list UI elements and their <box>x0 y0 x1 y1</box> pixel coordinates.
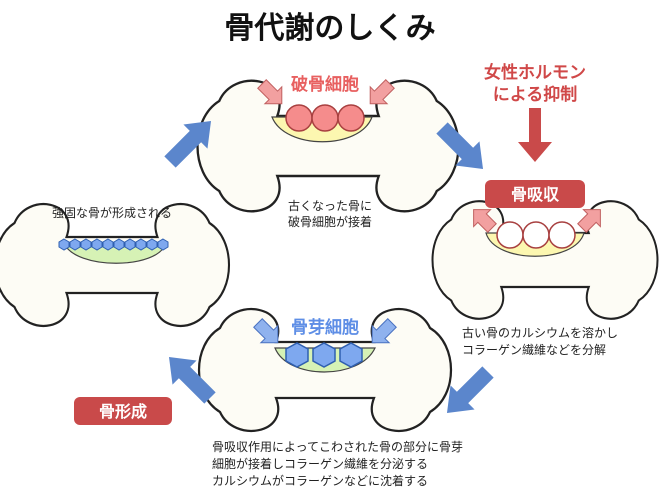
caption-bottom-line3: カルシウムがコラーゲンなどに沈着する <box>212 473 428 488</box>
osteoblast-small <box>113 238 125 251</box>
cycle-arrow-top-right-icon <box>436 122 484 170</box>
osteoblast-label-bottom: 骨芽細胞 <box>291 317 359 338</box>
caption-bottom-line1: 骨吸収作用によってこわされた骨の部分に骨芽 <box>212 439 463 454</box>
osteoblast-small <box>124 238 136 251</box>
formation-badge-label: 骨形成 <box>99 402 147 421</box>
osteoblast-group-bottom <box>285 342 363 368</box>
osteoblast-small <box>157 238 169 251</box>
caption-right-line1: 古い骨のカルシウムを溶かし <box>462 325 618 340</box>
bone-top <box>196 79 460 213</box>
osteoblast-small <box>91 238 103 251</box>
formation-badge <box>74 397 172 425</box>
pink-arrow-icon <box>577 209 601 233</box>
osteoclast-cell <box>548 221 576 249</box>
osteoclast-group-right <box>496 221 576 249</box>
osteoblast-cell <box>285 342 309 368</box>
resorption-badge-label: 骨吸収 <box>511 185 560 204</box>
osteoblast-cell <box>339 342 363 368</box>
osteoblast-small <box>80 238 92 251</box>
caption-right-line2: コラーゲン繊維などを分解 <box>462 343 606 357</box>
cycle-arrow-bottom-left-icon <box>168 356 216 404</box>
pink-arrow-icon <box>369 79 395 105</box>
blue-small-arrow-icon <box>371 318 397 344</box>
osteoblast-cell <box>312 342 336 368</box>
osteoblast-small <box>146 238 158 251</box>
hormone-label-line2: による抑制 <box>493 84 578 105</box>
osteoblast-row-left <box>58 238 169 251</box>
pink-arrow-icon <box>257 79 283 105</box>
diagram-title: 骨代謝のしくみ <box>224 11 435 46</box>
osteoclast-label-top: 破骨細胞 <box>291 74 359 95</box>
osteoclast-group-top <box>285 104 365 132</box>
blue-small-arrow-icon <box>253 318 279 344</box>
osteoclast-cell <box>337 104 365 132</box>
osteoclast-cell <box>285 104 313 132</box>
bone-right <box>431 200 659 320</box>
caption-top-line2: 破骨細胞が接着 <box>288 214 372 229</box>
osteoblast-small <box>69 238 81 251</box>
bone-left <box>0 202 231 328</box>
osteoblast-small <box>102 238 114 251</box>
osteoclast-cell <box>311 104 339 132</box>
pink-arrow-icon <box>473 209 497 233</box>
cycle-arrow-bottom-right-icon <box>446 366 494 414</box>
red-down-arrow-icon <box>518 108 552 162</box>
osteoblast-small <box>58 238 70 251</box>
caption-top-line1: 古くなった骨に <box>288 198 372 213</box>
osteoclast-cell <box>496 221 524 249</box>
hormone-label-line1: 女性ホルモン <box>484 62 586 83</box>
caption-left: 強固な骨が形成される <box>52 205 172 220</box>
cycle-arrow-top-left-icon <box>164 120 212 168</box>
osteoclast-cell <box>522 221 550 249</box>
caption-bottom-line2: 細胞が接着しコラーゲン繊維を分泌する <box>212 456 428 471</box>
resorption-badge <box>485 180 585 208</box>
osteoblast-small <box>135 238 147 251</box>
